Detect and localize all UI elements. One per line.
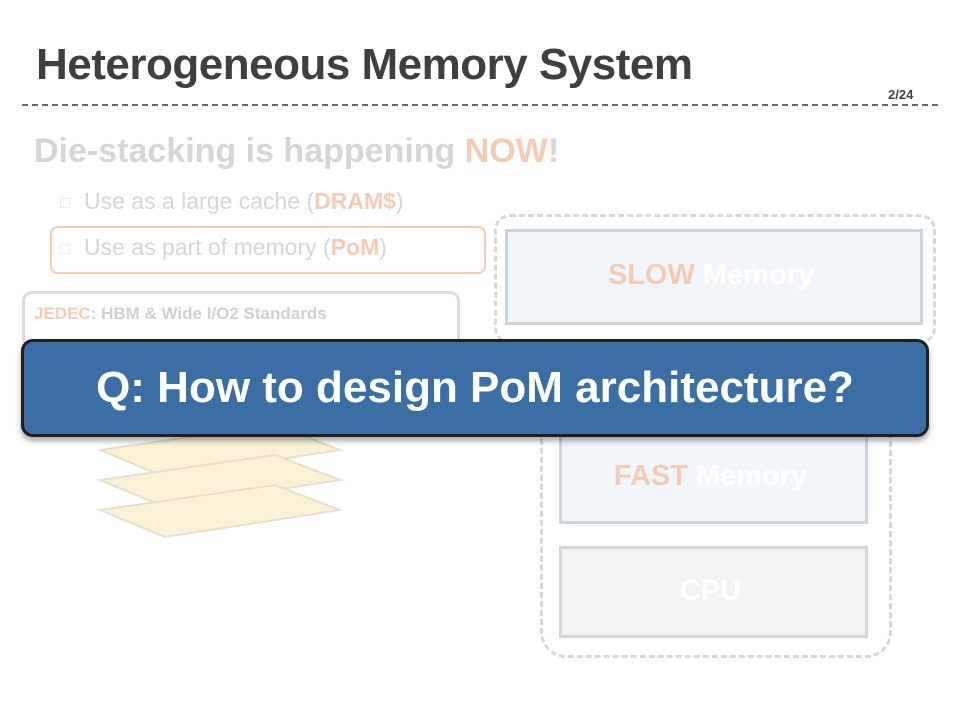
bullet-accent: DRAM$	[314, 188, 396, 214]
headline-prefix: Die-stacking is happening	[34, 132, 465, 170]
slow-memory-box	[505, 229, 923, 325]
title-divider	[22, 104, 938, 106]
bullet-text-end: )	[379, 234, 387, 260]
bullet-highlight-box	[50, 226, 486, 274]
slow-memory-label: SLOW Memory	[505, 229, 917, 319]
jedec-box	[22, 291, 460, 348]
headline: Die-stacking is happening NOW!	[34, 132, 559, 171]
bullet-icon	[60, 197, 70, 208]
cpu-label: CPU	[679, 575, 742, 607]
fast-memory-label: FAST Memory	[559, 432, 862, 518]
bullet-icon	[60, 243, 70, 254]
bullet-text: Use as part of memory (	[84, 234, 331, 260]
slide-number: 2/24	[888, 87, 914, 102]
question-text: Q: How to design PoM architecture?	[96, 363, 854, 412]
slow-accent: SLOW	[607, 259, 695, 291]
cpu-box	[559, 546, 868, 638]
fast-text: Memory	[687, 460, 808, 492]
jedec-label: JEDEC: HBM & Wide I/O2 Standards	[34, 304, 327, 324]
headline-accent: NOW	[464, 132, 548, 170]
bullet-item: Use as a large cache (DRAM$)	[60, 188, 404, 215]
slow-text: Memory	[694, 259, 815, 291]
slide-title: Heterogeneous Memory System	[36, 40, 693, 89]
jedec-accent: JEDEC	[34, 304, 91, 323]
headline-suffix: !	[547, 132, 560, 170]
fast-accent: FAST	[613, 460, 688, 492]
bullet-item: Use as part of memory (PoM)	[60, 234, 387, 261]
bullet-accent: PoM	[330, 234, 380, 260]
jedec-text: : HBM & Wide I/O2 Standards	[90, 304, 327, 323]
bullet-text-end: )	[395, 188, 404, 214]
question-banner	[21, 339, 929, 437]
bullet-text: Use as a large cache (	[84, 188, 315, 214]
die-stack-illustration	[96, 423, 344, 539]
